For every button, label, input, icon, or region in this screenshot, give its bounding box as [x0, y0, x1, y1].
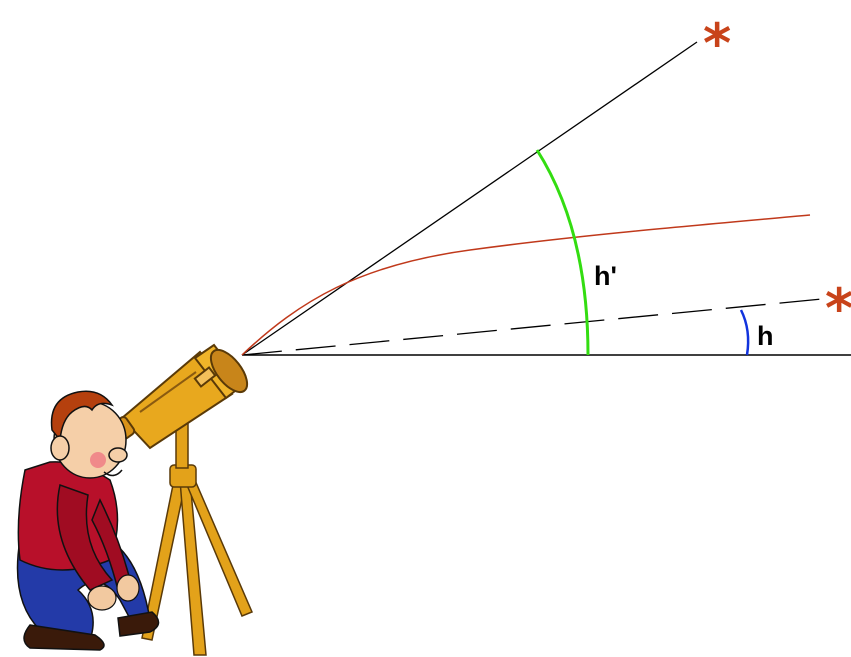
apparent-altitude-label: h': [594, 261, 617, 291]
true-direction-line: [241, 298, 823, 356]
refracted-light-path: [241, 214, 811, 356]
true-star-icon: *: [825, 277, 851, 340]
observer-head: [50, 390, 128, 479]
true-altitude-label: h: [757, 321, 774, 351]
observer-torso: [17, 461, 131, 592]
person-looking-through-telescope-icon: [16, 343, 253, 656]
apparent-direction-line: [241, 41, 698, 356]
apparent-altitude-arc: [535, 149, 590, 356]
observer-hands: [87, 574, 140, 611]
apparent-star-icon: *: [703, 12, 731, 75]
true-altitude-arc: [739, 309, 750, 356]
